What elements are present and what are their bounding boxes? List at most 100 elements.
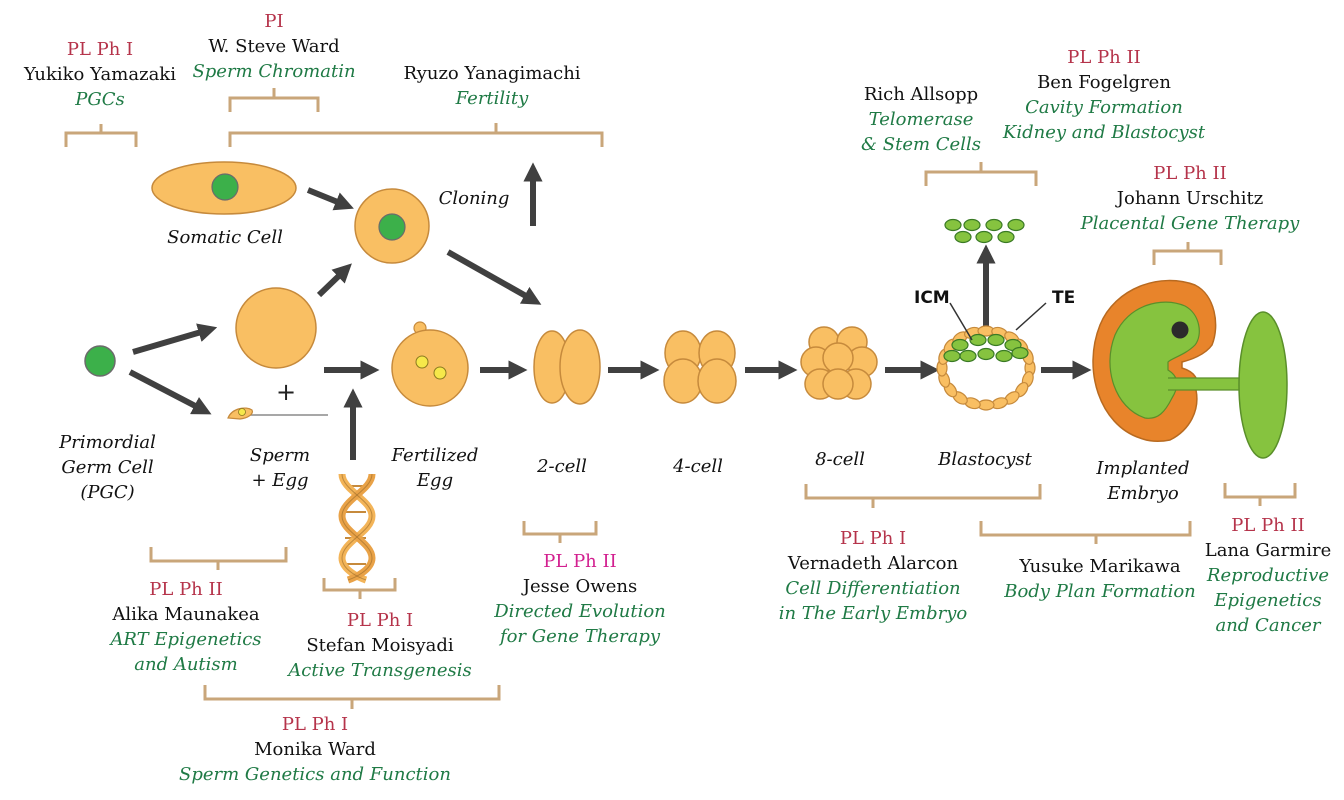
arrow-icon bbox=[132, 323, 218, 355]
stem-cells bbox=[944, 218, 1025, 244]
person-name: Alika Maunakea bbox=[112, 604, 260, 625]
person-name: Yukiko Yamazaki bbox=[24, 64, 176, 85]
inner-cell-mass-cell bbox=[987, 333, 1005, 347]
label-line: Implanted bbox=[1096, 458, 1190, 479]
label-cloning: Cloning bbox=[438, 188, 510, 209]
pgc-cell bbox=[84, 345, 116, 377]
label-4-cell: 4-cell bbox=[673, 456, 723, 477]
arrows bbox=[128, 162, 1092, 460]
arrow-icon bbox=[316, 263, 352, 298]
bracket-alarcon bbox=[804, 484, 1042, 508]
label-somatic-cell: Somatic Cell bbox=[167, 227, 283, 248]
arrow-icon bbox=[306, 187, 354, 211]
research-topic: & Stem Cells bbox=[861, 134, 981, 155]
eight-cell-embryo bbox=[800, 326, 878, 400]
research-topic: Fertility bbox=[455, 88, 529, 109]
research-topic: Kidney and Blastocyst bbox=[1002, 122, 1206, 143]
role-label: PL Ph II bbox=[149, 579, 223, 600]
inner-cell-mass-cell bbox=[951, 338, 969, 352]
fertilized-egg bbox=[391, 321, 469, 407]
research-topic: Body Plan Formation bbox=[1004, 581, 1196, 602]
dna-helix-icon bbox=[338, 473, 376, 584]
implanted-embryo bbox=[1092, 279, 1288, 459]
research-topic: Reproductive bbox=[1206, 565, 1330, 586]
person-name: W. Steve Ward bbox=[208, 36, 340, 57]
research-topic: for Gene Therapy bbox=[499, 626, 661, 647]
plus-sign: + bbox=[276, 378, 297, 406]
research-topic: Epigenetics bbox=[1214, 590, 1322, 611]
bracket-marikawa bbox=[979, 521, 1192, 544]
person-fogelgren: PL Ph II Ben Fogelgren Cavity Formation … bbox=[994, 45, 1214, 145]
label-line: Germ Cell bbox=[61, 457, 154, 478]
bracket-yamazaki bbox=[64, 124, 138, 147]
label-blastocyst: Blastocyst bbox=[938, 449, 1032, 470]
bracket-garmire bbox=[1223, 483, 1297, 506]
research-topic: in The Early Embryo bbox=[778, 603, 968, 624]
person-alarcon: PL Ph I Vernadeth Alarcon Cell Different… bbox=[763, 526, 983, 626]
research-topic: Cell Differentiation bbox=[785, 578, 961, 599]
research-topic: ART Epigenetics bbox=[110, 629, 262, 650]
role-label: PL Ph I bbox=[839, 528, 907, 549]
inner-cell-mass-cell bbox=[1011, 346, 1029, 360]
person-garmire: PL Ph II Lana Garmire Reproductive Epige… bbox=[1198, 513, 1338, 638]
person-name: Stefan Moisyadi bbox=[306, 635, 454, 656]
label-sperm-egg: Sperm + Egg bbox=[230, 443, 330, 493]
bracket-urschitz bbox=[1152, 242, 1223, 265]
arrow-icon bbox=[446, 249, 542, 305]
bracket-yanagimachi bbox=[228, 123, 604, 147]
person-steve-ward: PI W. Steve Ward Sperm Chromatin bbox=[184, 9, 364, 84]
sperm-cell bbox=[227, 407, 328, 420]
bracket-monika-ward bbox=[203, 685, 501, 709]
role-label: PL Ph II bbox=[1153, 163, 1227, 184]
role-label: PL Ph I bbox=[346, 610, 414, 631]
person-yamazaki: PL Ph I Yukiko Yamazaki PGCs bbox=[10, 37, 190, 112]
label-icm: ICM bbox=[914, 288, 950, 308]
label-line: + Egg bbox=[251, 470, 309, 491]
label-implanted-embryo: Implanted Embryo bbox=[1083, 456, 1203, 506]
inner-cell-mass-cell bbox=[959, 349, 977, 363]
bracket-owens bbox=[522, 521, 598, 543]
label-line: Sperm bbox=[249, 445, 311, 466]
inner-cell-mass-cell bbox=[969, 333, 987, 347]
label-line: Fertilized bbox=[391, 445, 479, 466]
inner-cell-mass-cell bbox=[977, 347, 995, 361]
role-label: PI bbox=[264, 11, 284, 32]
label-pgc: Primordial Germ Cell (PGC) bbox=[35, 430, 180, 505]
label-8-cell: 8-cell bbox=[815, 449, 865, 470]
role-label: PL Ph I bbox=[281, 714, 349, 735]
person-marikawa: Yusuke Marikawa Body Plan Formation bbox=[990, 554, 1210, 604]
person-name: Vernadeth Alarcon bbox=[787, 553, 959, 574]
person-owens: PL Ph II Jesse Owens Directed Evolution … bbox=[480, 549, 680, 649]
person-name: Lana Garmire bbox=[1204, 540, 1332, 561]
label-fertilized-egg: Fertilized Egg bbox=[380, 443, 490, 493]
research-topic: and Cancer bbox=[1215, 615, 1321, 636]
person-name: Ryuzo Yanagimachi bbox=[403, 63, 581, 84]
person-monika-ward: PL Ph I Monika Ward Sperm Genetics and F… bbox=[165, 712, 465, 787]
person-moisyadi: PL Ph I Stefan Moisyadi Active Transgene… bbox=[280, 608, 480, 683]
person-name: Ben Fogelgren bbox=[1037, 72, 1171, 93]
somatic-cell bbox=[151, 161, 297, 215]
role-label: PL Ph II bbox=[1067, 47, 1141, 68]
egg-cell bbox=[235, 287, 317, 369]
research-topic: and Autism bbox=[134, 654, 238, 675]
research-topic: Cavity Formation bbox=[1025, 97, 1183, 118]
label-line: Embryo bbox=[1107, 483, 1179, 504]
label-2-cell: 2-cell bbox=[537, 456, 587, 477]
bracket-maunakea bbox=[149, 547, 288, 570]
arrow-icon bbox=[128, 369, 212, 415]
person-name: Rich Allsopp bbox=[863, 84, 979, 105]
role-label: PL Ph II bbox=[543, 551, 617, 572]
person-maunakea: PL Ph II Alika Maunakea ART Epigenetics … bbox=[96, 577, 276, 677]
research-topic: Sperm Chromatin bbox=[192, 61, 356, 82]
label-te: TE bbox=[1052, 288, 1076, 308]
research-topic: Telomerase bbox=[868, 109, 974, 130]
person-yanagimachi: Ryuzo Yanagimachi Fertility bbox=[392, 61, 592, 111]
person-allsopp: Rich Allsopp Telomerase & Stem Cells bbox=[851, 82, 991, 157]
person-name: Johann Urschitz bbox=[1116, 188, 1264, 209]
bracket-steve-ward bbox=[228, 88, 320, 112]
four-cell-embryo bbox=[663, 330, 737, 404]
person-name: Monika Ward bbox=[254, 739, 376, 760]
two-cell-embryo bbox=[533, 329, 601, 405]
